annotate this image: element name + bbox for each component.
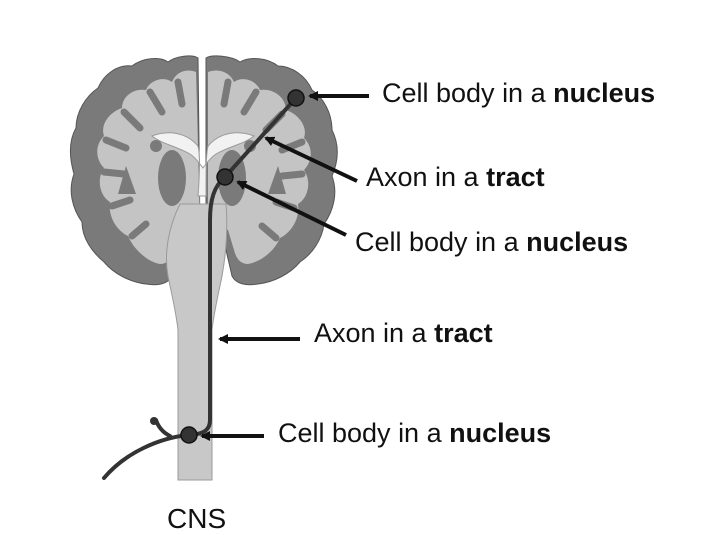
left-triangle-nucleus — [118, 166, 136, 194]
left-small-nucleus — [150, 140, 162, 152]
arrow-3 — [236, 180, 347, 237]
lateral-ventricles — [150, 132, 256, 197]
arrow-2 — [264, 136, 358, 183]
label-thalamic-cell-body: Cell body in a nucleus — [355, 227, 629, 257]
cortical-axon — [223, 96, 298, 179]
thalamic-cell-body — [216, 168, 234, 186]
label-arrows — [200, 91, 369, 441]
cns-label: CNS — [167, 503, 227, 534]
label-cortical-cell-body: Cell body in a nucleus — [382, 78, 656, 108]
right-triangle-nucleus — [268, 166, 286, 194]
peripheral-nerve — [102, 433, 190, 480]
label-cortical-axon: Axon in a tract — [366, 162, 545, 192]
label-descending-axon: Axon in a tract — [314, 318, 493, 348]
spinal-cell-body — [180, 426, 198, 444]
left-deep-nucleus — [158, 150, 186, 206]
peripheral-branch — [154, 418, 172, 438]
peripheral-branch-bulb — [150, 417, 158, 425]
label-spinal-cell-body: Cell body in a nucleus — [278, 418, 552, 448]
left-hemisphere-white-matter — [97, 70, 200, 264]
right-hemisphere-white-matter — [208, 70, 311, 264]
cortical-cell-body — [287, 89, 305, 107]
